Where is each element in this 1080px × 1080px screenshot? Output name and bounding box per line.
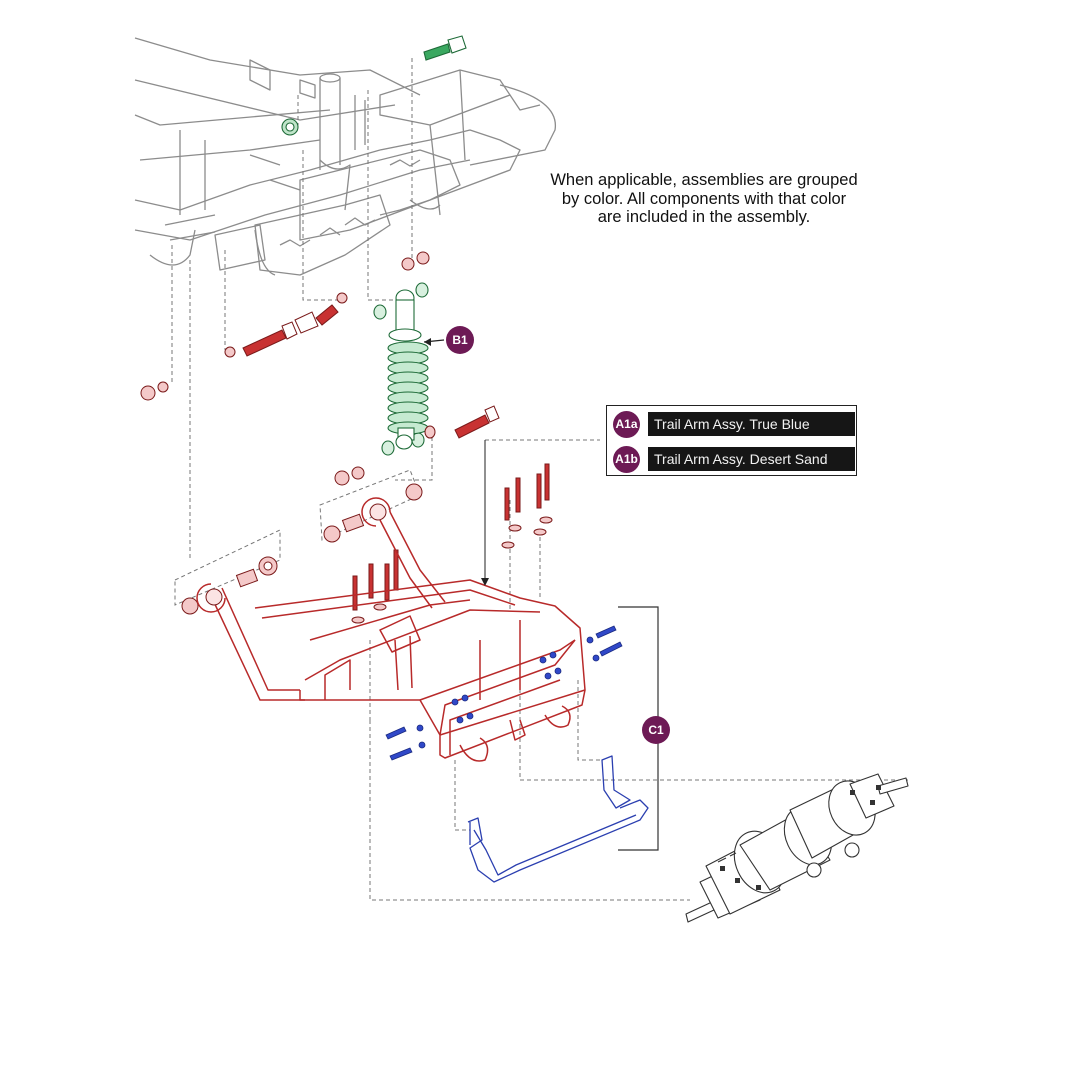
red-hardware [140,251,553,624]
assembly-color-note: When applicable, assemblies are grouped … [520,171,888,227]
legend-badge: A1a [613,411,640,438]
legend-item-a1b: A1b Trail Arm Assy. Desert Sand [611,446,856,473]
green-nut [281,118,299,136]
top-bolt-head [447,35,467,54]
note-line-3: are included in the assembly. [597,208,811,226]
top-bolt-thread [423,43,451,61]
legend-label: Trail Arm Assy. True Blue [648,412,855,436]
motor-fins [720,785,881,890]
assembly-legend: A1a Trail Arm Assy. True Blue A1b Trail … [606,405,857,476]
leader-lines [171,58,908,901]
note-line-2: by color. All components with that color [561,189,847,208]
callout-c1: C1 [642,716,670,744]
anti-tip-bar [467,755,649,883]
legend-label: Trail Arm Assy. Desert Sand [648,447,855,471]
legend-item-a1a: A1a Trail Arm Assy. True Blue [611,411,856,438]
transaxle-motor [685,773,909,923]
note-line-1: When applicable, assemblies are grouped [550,171,858,189]
frame-assembly [134,37,556,276]
blue-hardware [385,625,623,761]
arm-eye-right [369,503,387,521]
trail-arm-assembly-a1 [196,497,586,762]
shock-spring [387,341,429,435]
legend-badge: A1b [613,446,640,473]
callout-b1: B1 [446,326,474,354]
arm-eye-left [205,588,223,606]
shock-assembly-b1 [281,35,467,456]
